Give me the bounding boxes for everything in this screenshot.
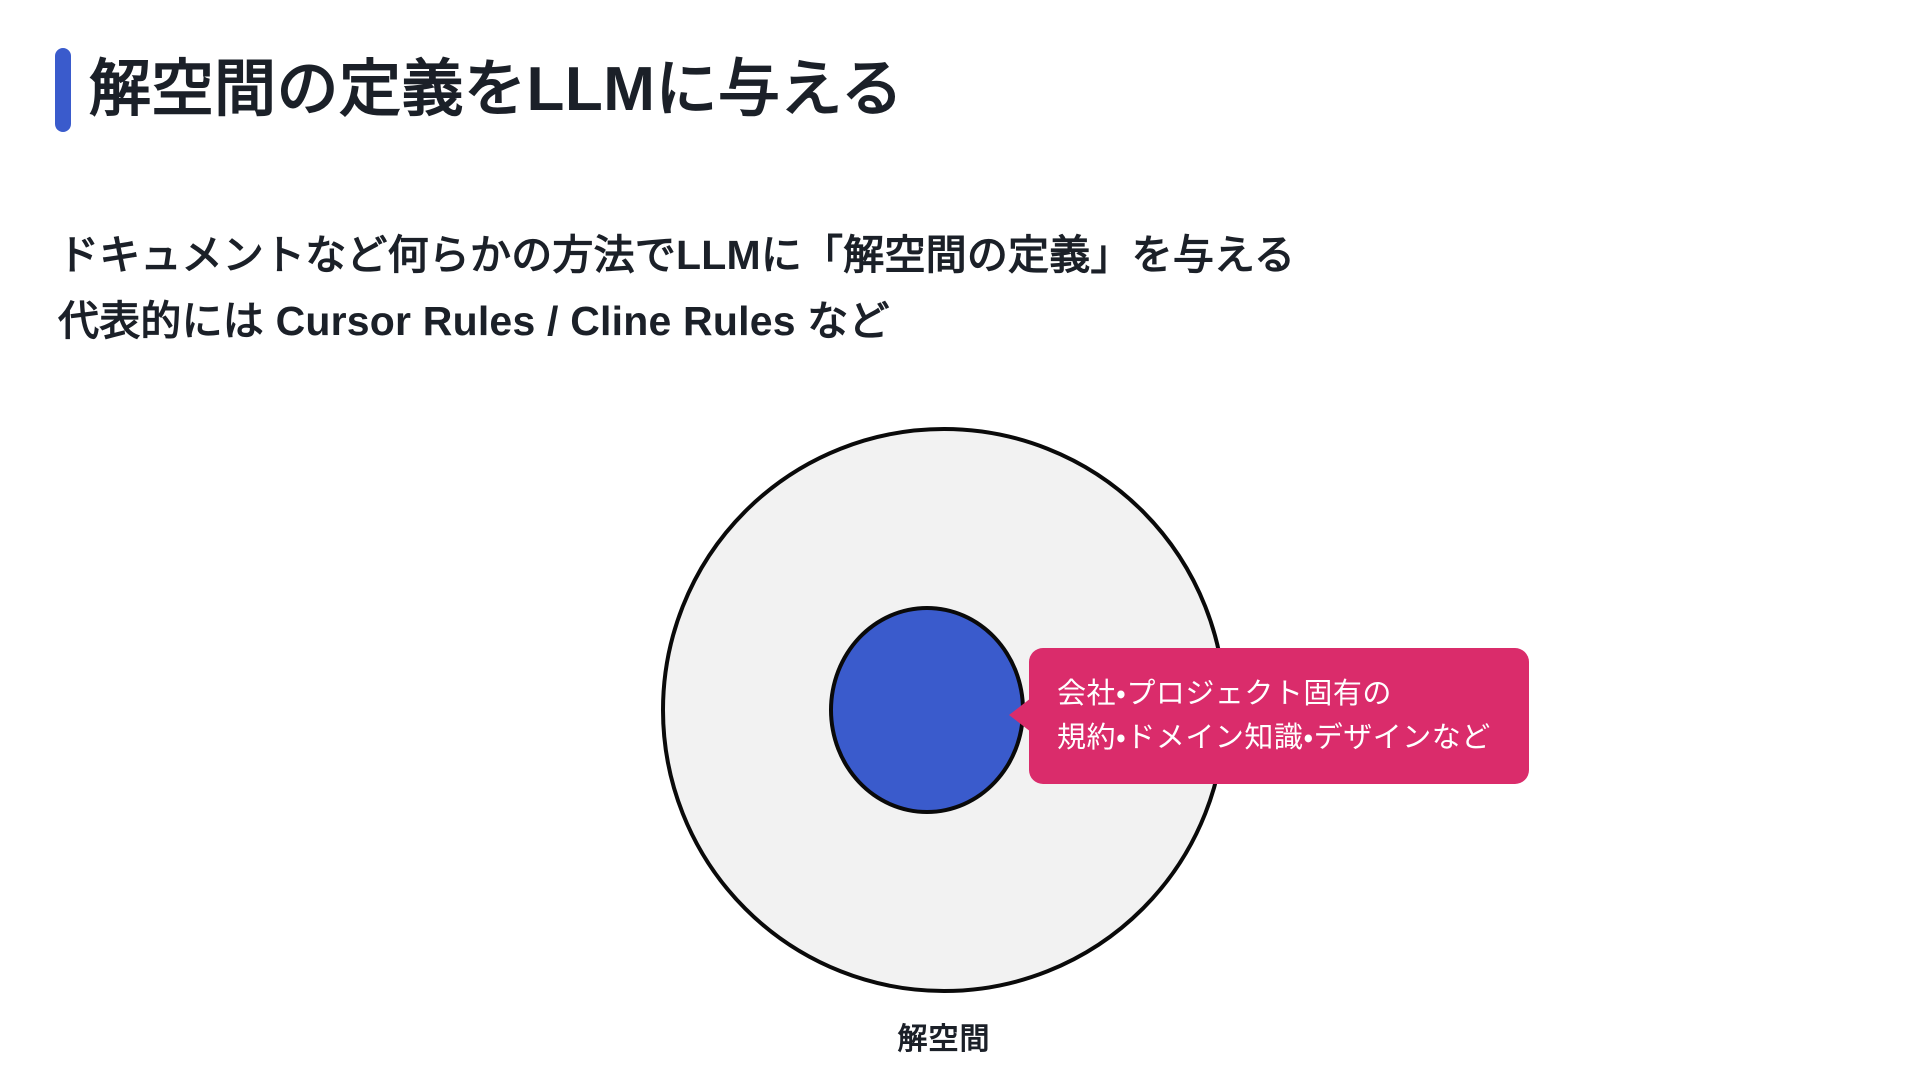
callout-project-specific: 会社・プロジェクト固有の 規約・ドメイン知識・デザインなど (1009, 648, 1529, 785)
callout-line-1: 会社・プロジェクト固有の (1057, 678, 1392, 710)
inner-circle-project-specific (829, 606, 1025, 814)
body-text: ドキュメントなど何らかの方法でLLMに「解空間の定義」を与える 代表的には Cu… (58, 222, 1295, 355)
page-title-row: 解空間の定義をLLMに与える (55, 48, 904, 132)
title-accent-bar-icon (55, 48, 71, 132)
callout-tail-icon (1009, 698, 1031, 732)
diagram-caption: 解空間 (897, 1023, 991, 1056)
body-text-line-2: 代表的には Cursor Rules / Cline Rules など (58, 298, 890, 345)
callout-line-2: 規約・ドメイン知識・デザインなど (1057, 722, 1491, 755)
page-title: 解空間の定義をLLMに与える (89, 55, 904, 125)
body-text-line-1: ドキュメントなど何らかの方法でLLMに「解空間の定義」を与える (58, 232, 1296, 278)
